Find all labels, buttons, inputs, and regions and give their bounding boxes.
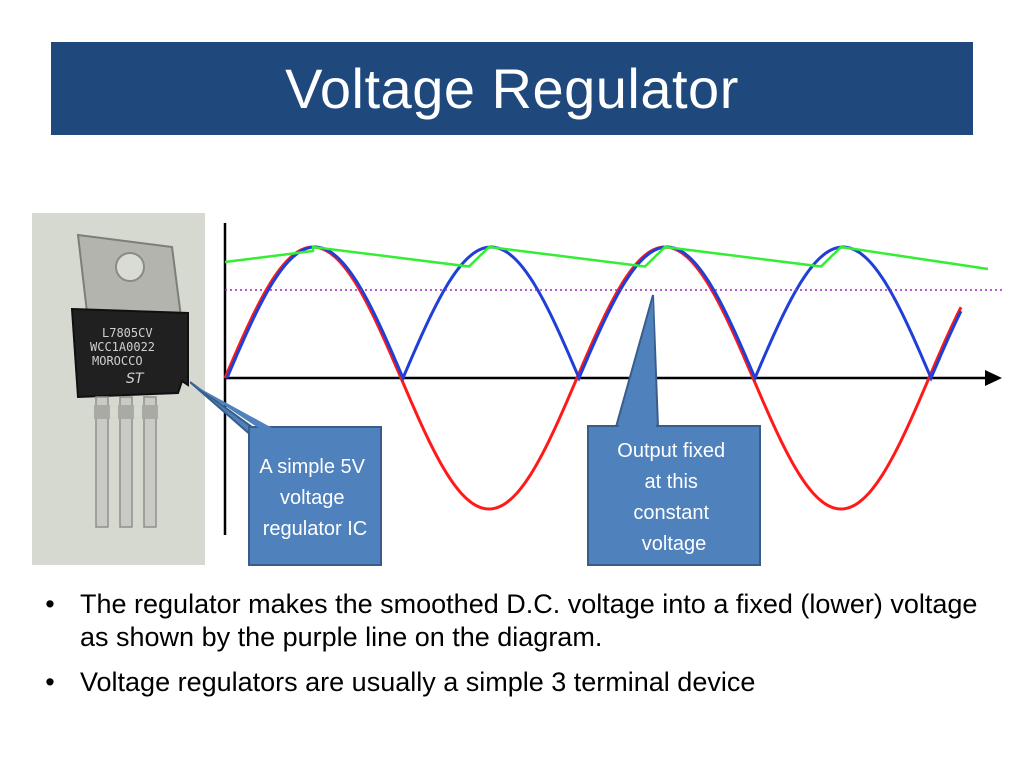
callout-output-pointer-fill	[618, 299, 656, 429]
bullet-text: Voltage regulators are usually a simple …	[80, 667, 756, 697]
callout-ic-pointer-fill	[192, 384, 274, 429]
slide-title: Voltage Regulator	[285, 57, 739, 120]
ic-leg-3	[143, 396, 157, 528]
bullet-item: • Voltage regulators are usually a simpl…	[40, 666, 1000, 699]
callout-output-line-2: at this	[645, 471, 698, 493]
callout-output-line-4: voltage	[642, 533, 707, 555]
bullet-dot: •	[45, 589, 55, 619]
callout-output-line-3: constant	[633, 502, 709, 524]
bullet-list: • The regulator makes the smoothed D.C. …	[40, 588, 1000, 711]
callout-ic-line-2: voltage	[280, 487, 345, 509]
red-ac-wave	[223, 245, 963, 511]
green-smoothed-ripple	[224, 245, 989, 271]
chip-marking-3: MOROCCO	[92, 354, 143, 368]
mounting-hole	[115, 252, 145, 282]
bullet-item: • The regulator makes the smoothed D.C. …	[40, 588, 1000, 654]
waveform-diagram: A simple 5V voltage regulator IC Output …	[190, 223, 1002, 566]
ic-leg-1	[95, 396, 109, 528]
callout-output-line-1: Output fixed	[617, 440, 725, 462]
bullet-text: The regulator makes the smoothed D.C. vo…	[80, 589, 978, 652]
ic-leg-3-bend	[142, 405, 158, 419]
st-logo: ST	[126, 371, 145, 387]
callout-ic-line-1: A simple 5V	[259, 456, 365, 478]
ic-leg-2-bend	[118, 405, 134, 419]
blue-rectified-wave	[225, 245, 963, 382]
bullet-dot: •	[45, 667, 55, 697]
chip-marking-2: WCC1A0022	[90, 340, 155, 354]
title-bar: Voltage Regulator	[51, 42, 973, 135]
callout-ic-box	[248, 426, 382, 566]
callout-output-text: Output fixed at this constant voltage	[617, 440, 730, 555]
x-axis-arrowhead	[985, 370, 1002, 386]
callout-output-box	[587, 425, 761, 566]
ic-leg-1-bend	[94, 405, 110, 419]
regulator-photo: L7805CV WCC1A0022 MOROCCO ST	[32, 213, 205, 565]
ic-body	[70, 307, 189, 399]
callout-ic-text: A simple 5V voltage regulator IC	[259, 456, 370, 540]
chip-marking-1: L7805CV	[102, 326, 153, 340]
callout-ic-line-3: regulator IC	[263, 518, 368, 540]
ic-leg-2	[119, 396, 133, 528]
